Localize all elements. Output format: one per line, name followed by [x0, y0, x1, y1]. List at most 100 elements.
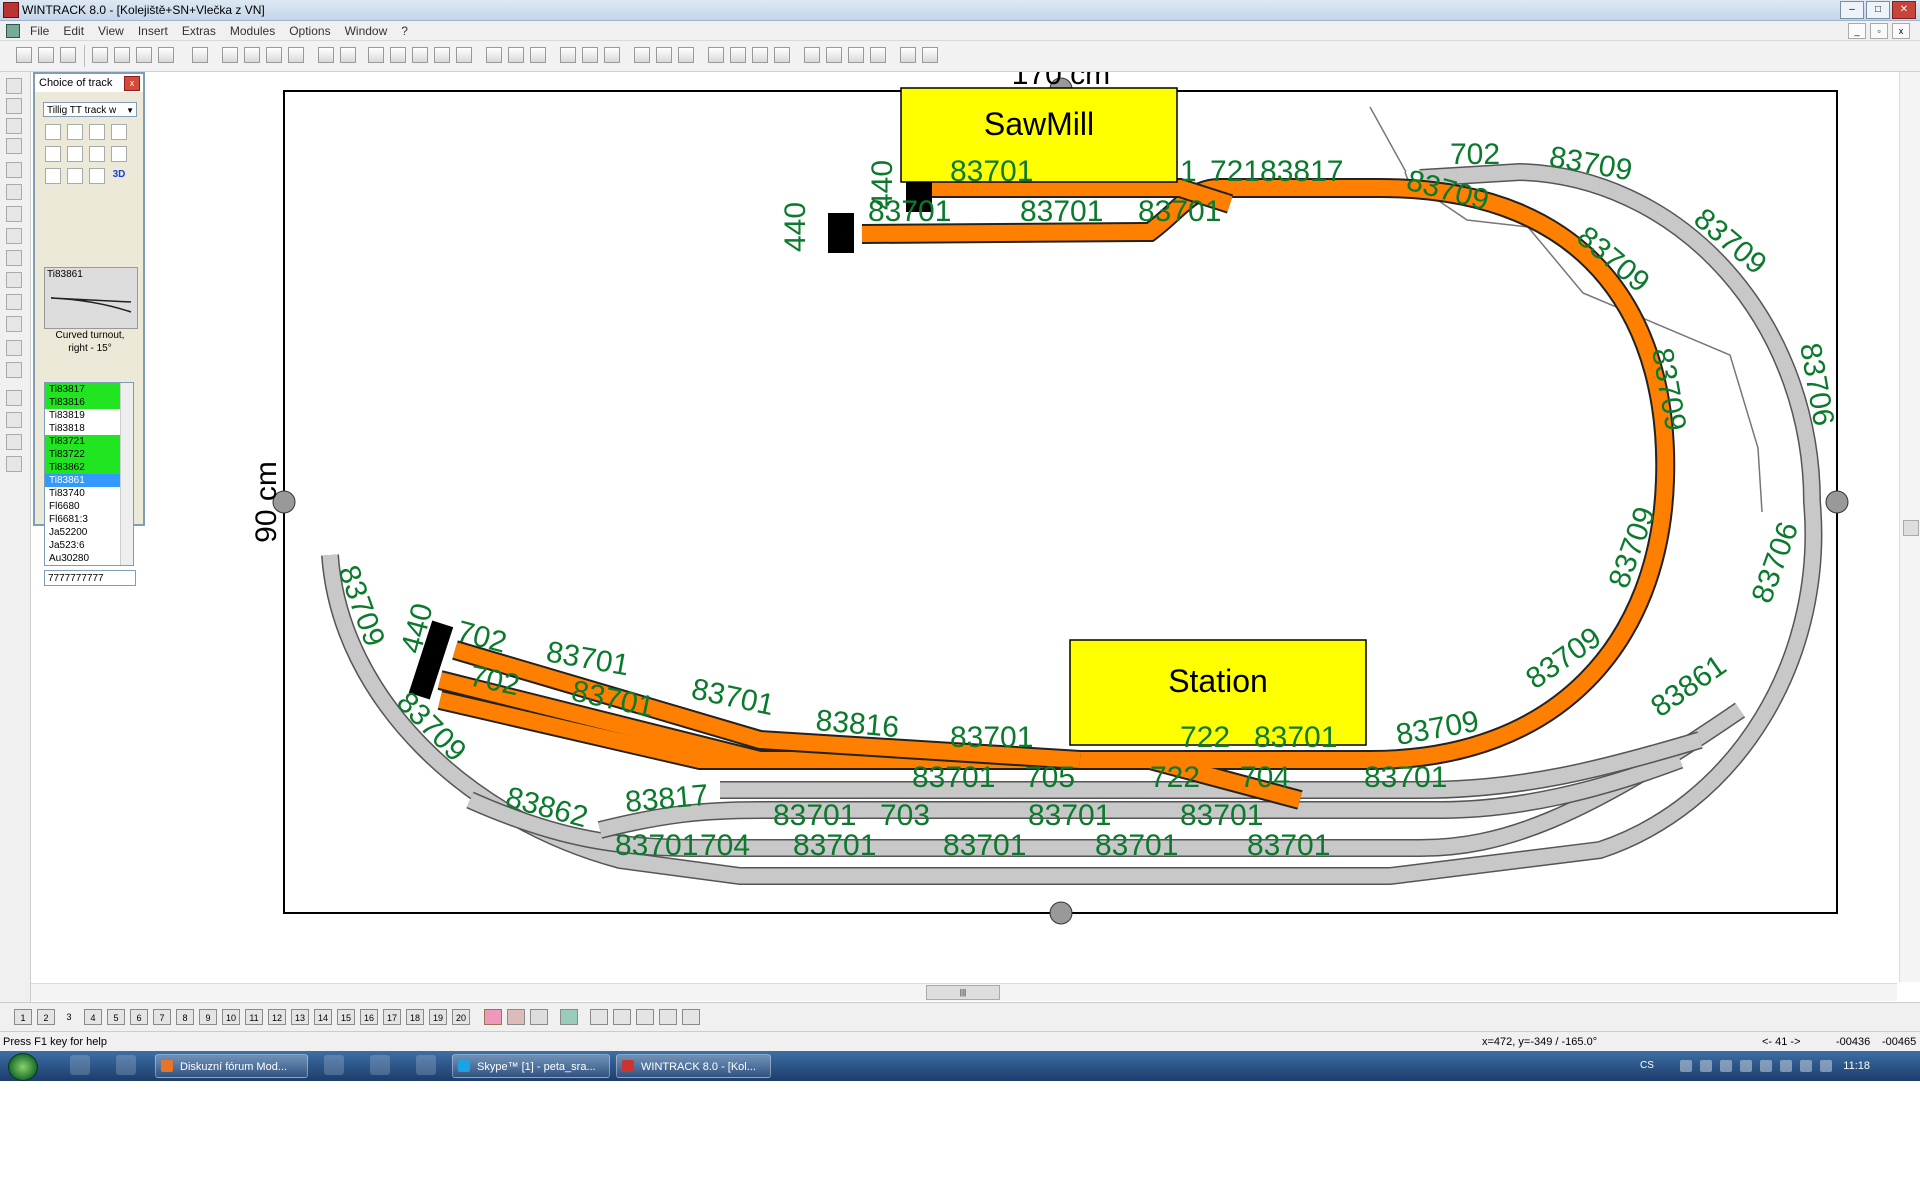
page-tab[interactable]: 14 — [314, 1009, 332, 1025]
view-mode-icon[interactable] — [659, 1009, 677, 1025]
snap-icon[interactable] — [900, 47, 916, 63]
zoom-out-icon[interactable] — [222, 47, 238, 63]
buffer-stop[interactable] — [828, 213, 854, 253]
list-item[interactable]: Fl6681:3 — [49, 514, 88, 525]
station-building[interactable] — [1069, 639, 1367, 746]
menu-window[interactable]: Window — [344, 24, 388, 38]
parts-list-icon[interactable] — [368, 47, 384, 63]
terrain-tool-icon[interactable] — [6, 184, 22, 200]
taskbar-clock[interactable]: 11:18 — [1843, 1060, 1870, 1072]
road-tool-icon[interactable] — [6, 316, 22, 332]
signal-icon[interactable] — [67, 146, 83, 162]
list-item-selected[interactable]: Ti83861 — [45, 474, 133, 487]
height-marker-2-tool-icon[interactable] — [6, 412, 22, 428]
slope-icon[interactable] — [826, 47, 842, 63]
yard-track-main[interactable] — [438, 692, 1380, 768]
print-icon[interactable] — [114, 47, 130, 63]
copy-icon[interactable] — [434, 47, 450, 63]
station-track-2[interactable] — [598, 752, 1683, 838]
buffer-stop[interactable] — [408, 620, 454, 700]
page-tab[interactable]: 18 — [406, 1009, 424, 1025]
menu-file[interactable]: File — [30, 24, 50, 38]
sawmill-building[interactable] — [900, 87, 1178, 183]
save-icon[interactable] — [60, 47, 76, 63]
tray-icon[interactable] — [1780, 1060, 1792, 1072]
layer-tool-icon[interactable] — [6, 340, 22, 356]
align-icon[interactable] — [390, 47, 406, 63]
close-button[interactable]: ✕ — [1892, 1, 1916, 19]
gap-icon[interactable] — [752, 47, 768, 63]
redo-icon[interactable] — [340, 47, 356, 63]
list-item[interactable]: Ti83819 — [49, 410, 85, 421]
zoom-in-icon[interactable] — [244, 47, 260, 63]
xbox-icon[interactable] — [370, 1055, 390, 1075]
palette-close-icon[interactable]: x — [124, 76, 140, 91]
menu-edit[interactable]: Edit — [63, 24, 85, 38]
menu-options[interactable]: Options — [289, 24, 331, 38]
taskbar-button-wintrack[interactable]: WINTRACK 8.0 - [Kol... — [616, 1054, 771, 1078]
maximize-button[interactable]: □ — [1866, 1, 1890, 19]
straight-track-icon[interactable] — [45, 124, 61, 140]
move-back-icon[interactable] — [582, 47, 598, 63]
yard-track-2[interactable] — [452, 642, 1081, 768]
flex-track-tool-2-icon[interactable] — [6, 98, 22, 114]
tray-icon[interactable] — [1680, 1060, 1692, 1072]
font-tool-icon[interactable] — [6, 456, 22, 472]
tray-icon[interactable] — [1700, 1060, 1712, 1072]
horizontal-scrollbar[interactable]: ||| — [31, 983, 1897, 1001]
zoom-window-icon[interactable] — [288, 47, 304, 63]
paste-icon[interactable] — [456, 47, 472, 63]
doc-close-button[interactable]: x — [1892, 23, 1910, 39]
crossing-icon[interactable] — [45, 146, 61, 162]
page-tab[interactable]: 17 — [383, 1009, 401, 1025]
calculator-icon[interactable] — [158, 47, 174, 63]
sawmill-siding-upper[interactable] — [917, 180, 1233, 212]
height-marker-tool-icon[interactable] — [6, 390, 22, 406]
chrome-icon[interactable] — [324, 1055, 344, 1075]
page-tab[interactable]: 11 — [245, 1009, 263, 1025]
page-tab[interactable]: 20 — [452, 1009, 470, 1025]
rotate-icon[interactable] — [656, 47, 672, 63]
explorer-icon[interactable] — [70, 1055, 90, 1075]
page-tab-current[interactable]: 3 — [66, 1012, 72, 1022]
tray-icon[interactable] — [1740, 1060, 1752, 1072]
menu-help[interactable]: ? — [401, 24, 408, 38]
undo-icon[interactable] — [318, 47, 334, 63]
layer-stack-icon[interactable] — [484, 1009, 502, 1025]
view-mode-icon[interactable] — [682, 1009, 700, 1025]
vertical-scrollbar[interactable] — [1899, 72, 1920, 982]
menu-modules[interactable]: Modules — [229, 24, 276, 38]
track-plan[interactable]: 170 cm 90 cm SawMill Station — [31, 58, 1897, 982]
page-tab[interactable]: 13 — [291, 1009, 309, 1025]
view-mode-icon[interactable] — [613, 1009, 631, 1025]
left-handle[interactable] — [272, 490, 296, 514]
drawing-canvas[interactable]: 170 cm 90 cm SawMill Station — [31, 58, 1897, 982]
list-item[interactable]: Au30280 — [49, 553, 90, 564]
network-icon[interactable] — [1800, 1060, 1812, 1072]
right-handle[interactable] — [1825, 490, 1849, 514]
list-item[interactable]: Ja52200 — [49, 527, 88, 538]
list-item[interactable]: Ti83862 — [45, 461, 133, 474]
horizontal-scroll-thumb[interactable]: ||| — [926, 985, 1000, 1000]
taskbar-button-firefox[interactable]: Diskuzní fórum Mod... — [155, 1054, 308, 1078]
3d-view-icon[interactable]: 3D — [112, 169, 126, 180]
tree-tool-icon[interactable] — [6, 294, 22, 310]
track-part-list[interactable]: Ti83817 Ti83816 Ti83819 Ti83818 Ti83721 … — [44, 382, 134, 566]
tray-icon[interactable] — [1760, 1060, 1772, 1072]
buffer-tool-icon[interactable] — [6, 162, 22, 178]
turnout-tool-icon[interactable] — [6, 118, 22, 134]
lower-icon[interactable] — [89, 168, 105, 184]
dimension-tool-icon[interactable] — [6, 250, 22, 266]
paint-tool-icon[interactable] — [6, 434, 22, 450]
vertical-scroll-thumb[interactable] — [1903, 520, 1919, 536]
tray-icon[interactable] — [1720, 1060, 1732, 1072]
text-tool-icon[interactable] — [6, 228, 22, 244]
menu-view[interactable]: View — [98, 24, 124, 38]
page-tab[interactable]: 9 — [199, 1009, 217, 1025]
document-icon[interactable] — [6, 24, 20, 38]
page-tab[interactable]: 7 — [153, 1009, 171, 1025]
bend-track-icon[interactable] — [508, 47, 524, 63]
page-setup-icon[interactable] — [136, 47, 152, 63]
turnout-icon[interactable] — [89, 124, 105, 140]
start-button[interactable] — [8, 1053, 38, 1081]
